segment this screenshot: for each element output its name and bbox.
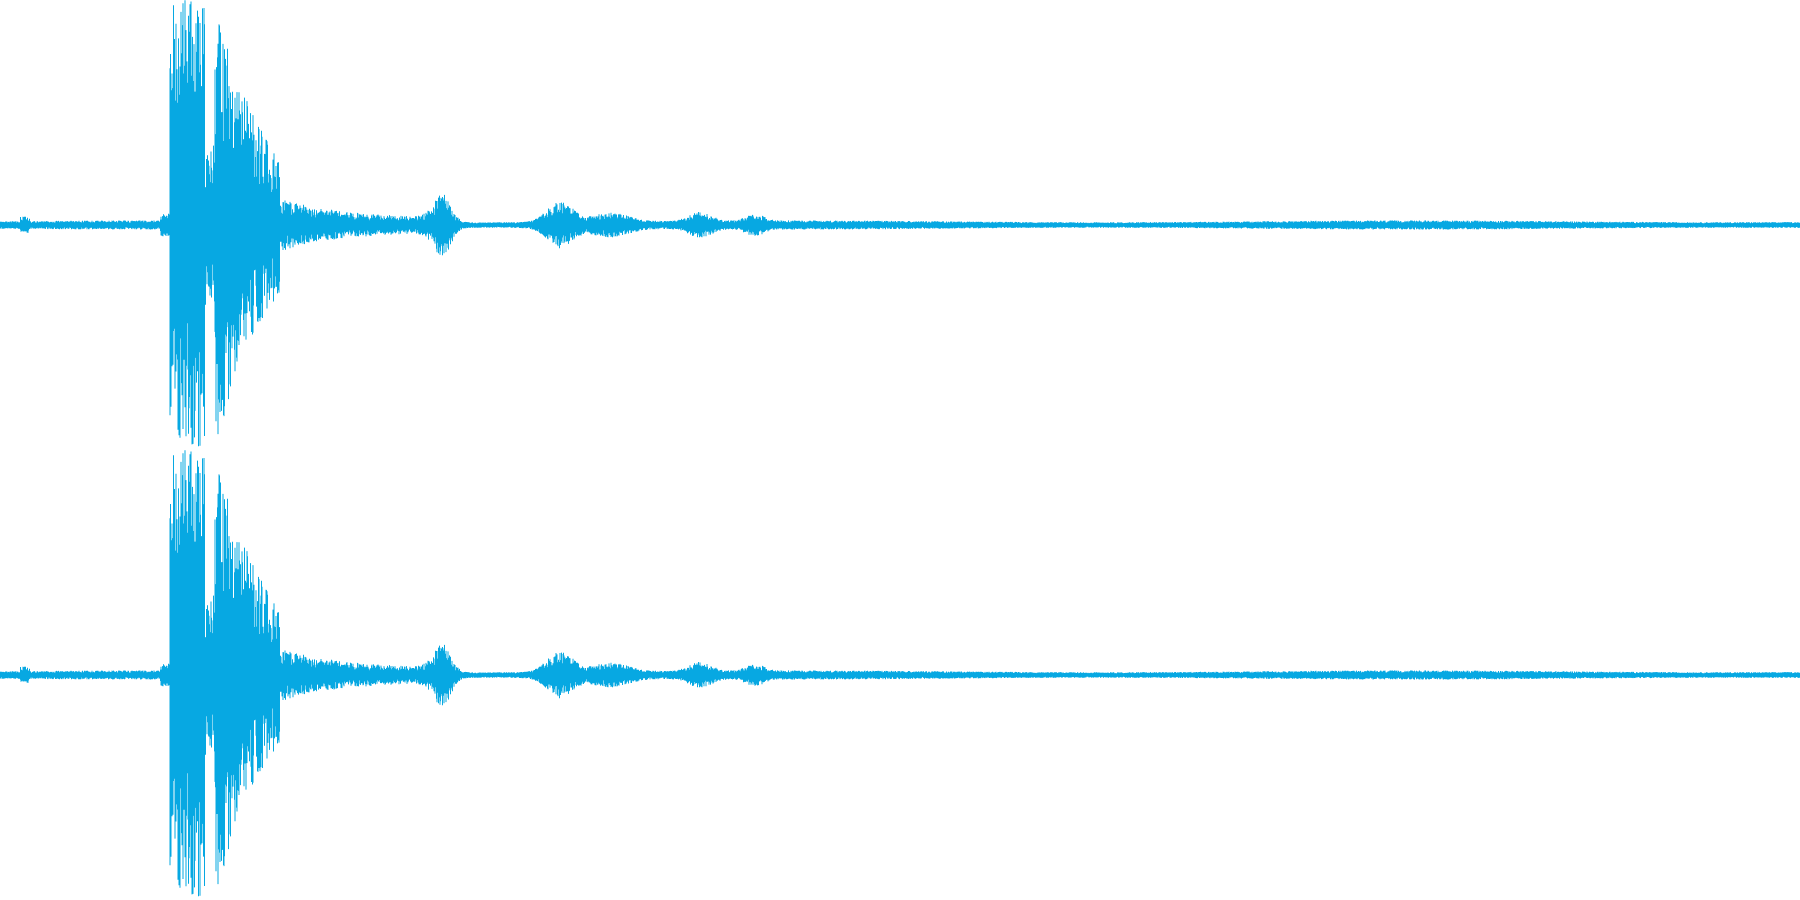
waveform-trace	[0, 0, 1800, 447]
channel-right-waveform	[0, 450, 1800, 897]
channel-left-waveform	[0, 0, 1800, 447]
waveform-trace	[0, 450, 1800, 897]
